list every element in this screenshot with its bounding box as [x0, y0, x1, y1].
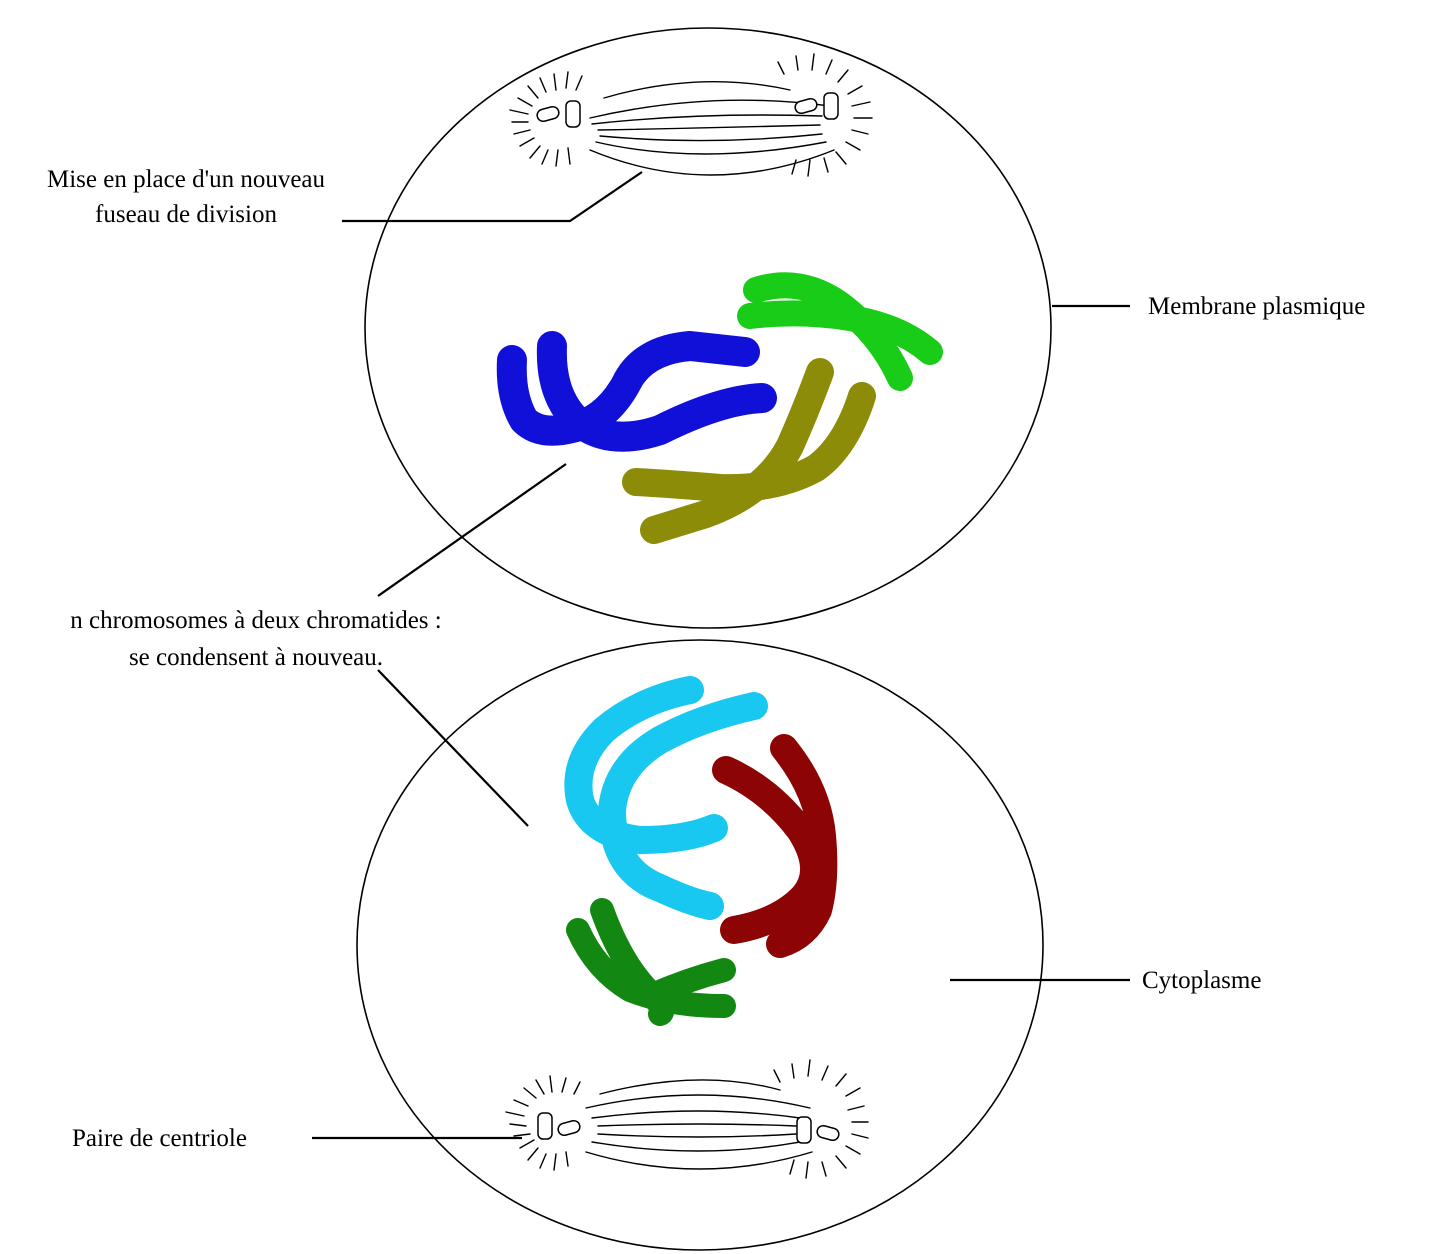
- top-cell-membrane: [365, 28, 1051, 628]
- label-cytoplasm: Cytoplasme: [1142, 967, 1261, 994]
- label-chromosomes-line1: n chromosomes à deux chromatides :: [70, 607, 441, 634]
- label-spindle-line2: fuseau de division: [95, 201, 277, 228]
- label-chromosomes-line2: se condensent à nouveau.: [129, 644, 383, 671]
- label-spindle-line1: Mise en place d'un nouveau: [47, 166, 326, 193]
- label-membrane: Membrane plasmique: [1148, 293, 1365, 320]
- label-centrioles: Paire de centriole: [72, 1125, 247, 1152]
